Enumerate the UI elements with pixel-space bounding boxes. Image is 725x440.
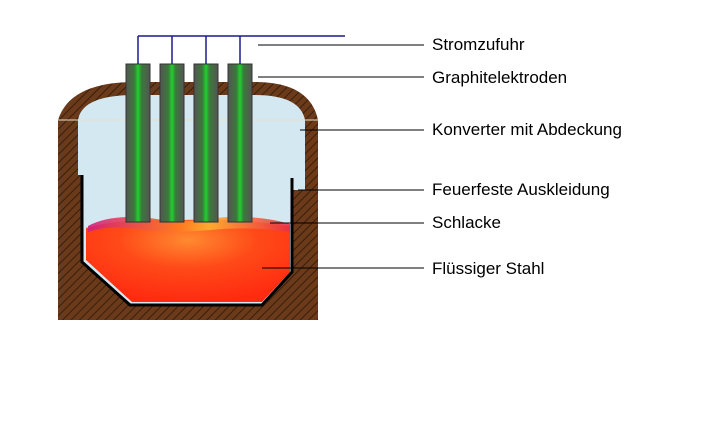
label-stromzufuhr: Stromzufuhr	[432, 35, 525, 54]
label-konverter: Konverter mit Abdeckung	[432, 120, 622, 139]
liquid-steel	[86, 219, 290, 302]
refractory-lining	[80, 175, 294, 307]
label-graphitelektroden: Graphitelektroden	[432, 68, 568, 87]
power-supply	[137, 35, 345, 64]
leader-lines	[258, 44, 424, 269]
label-fluessiger-stahl: Flüssiger Stahl	[432, 259, 545, 278]
electrode-3	[193, 63, 219, 223]
label-schlacke: Schlacke	[432, 213, 501, 232]
electrode-1	[125, 63, 151, 223]
electrode-2	[159, 63, 185, 223]
label-auskleidung: Feuerfeste Auskleidung	[432, 180, 610, 199]
electrode-4	[227, 63, 253, 223]
